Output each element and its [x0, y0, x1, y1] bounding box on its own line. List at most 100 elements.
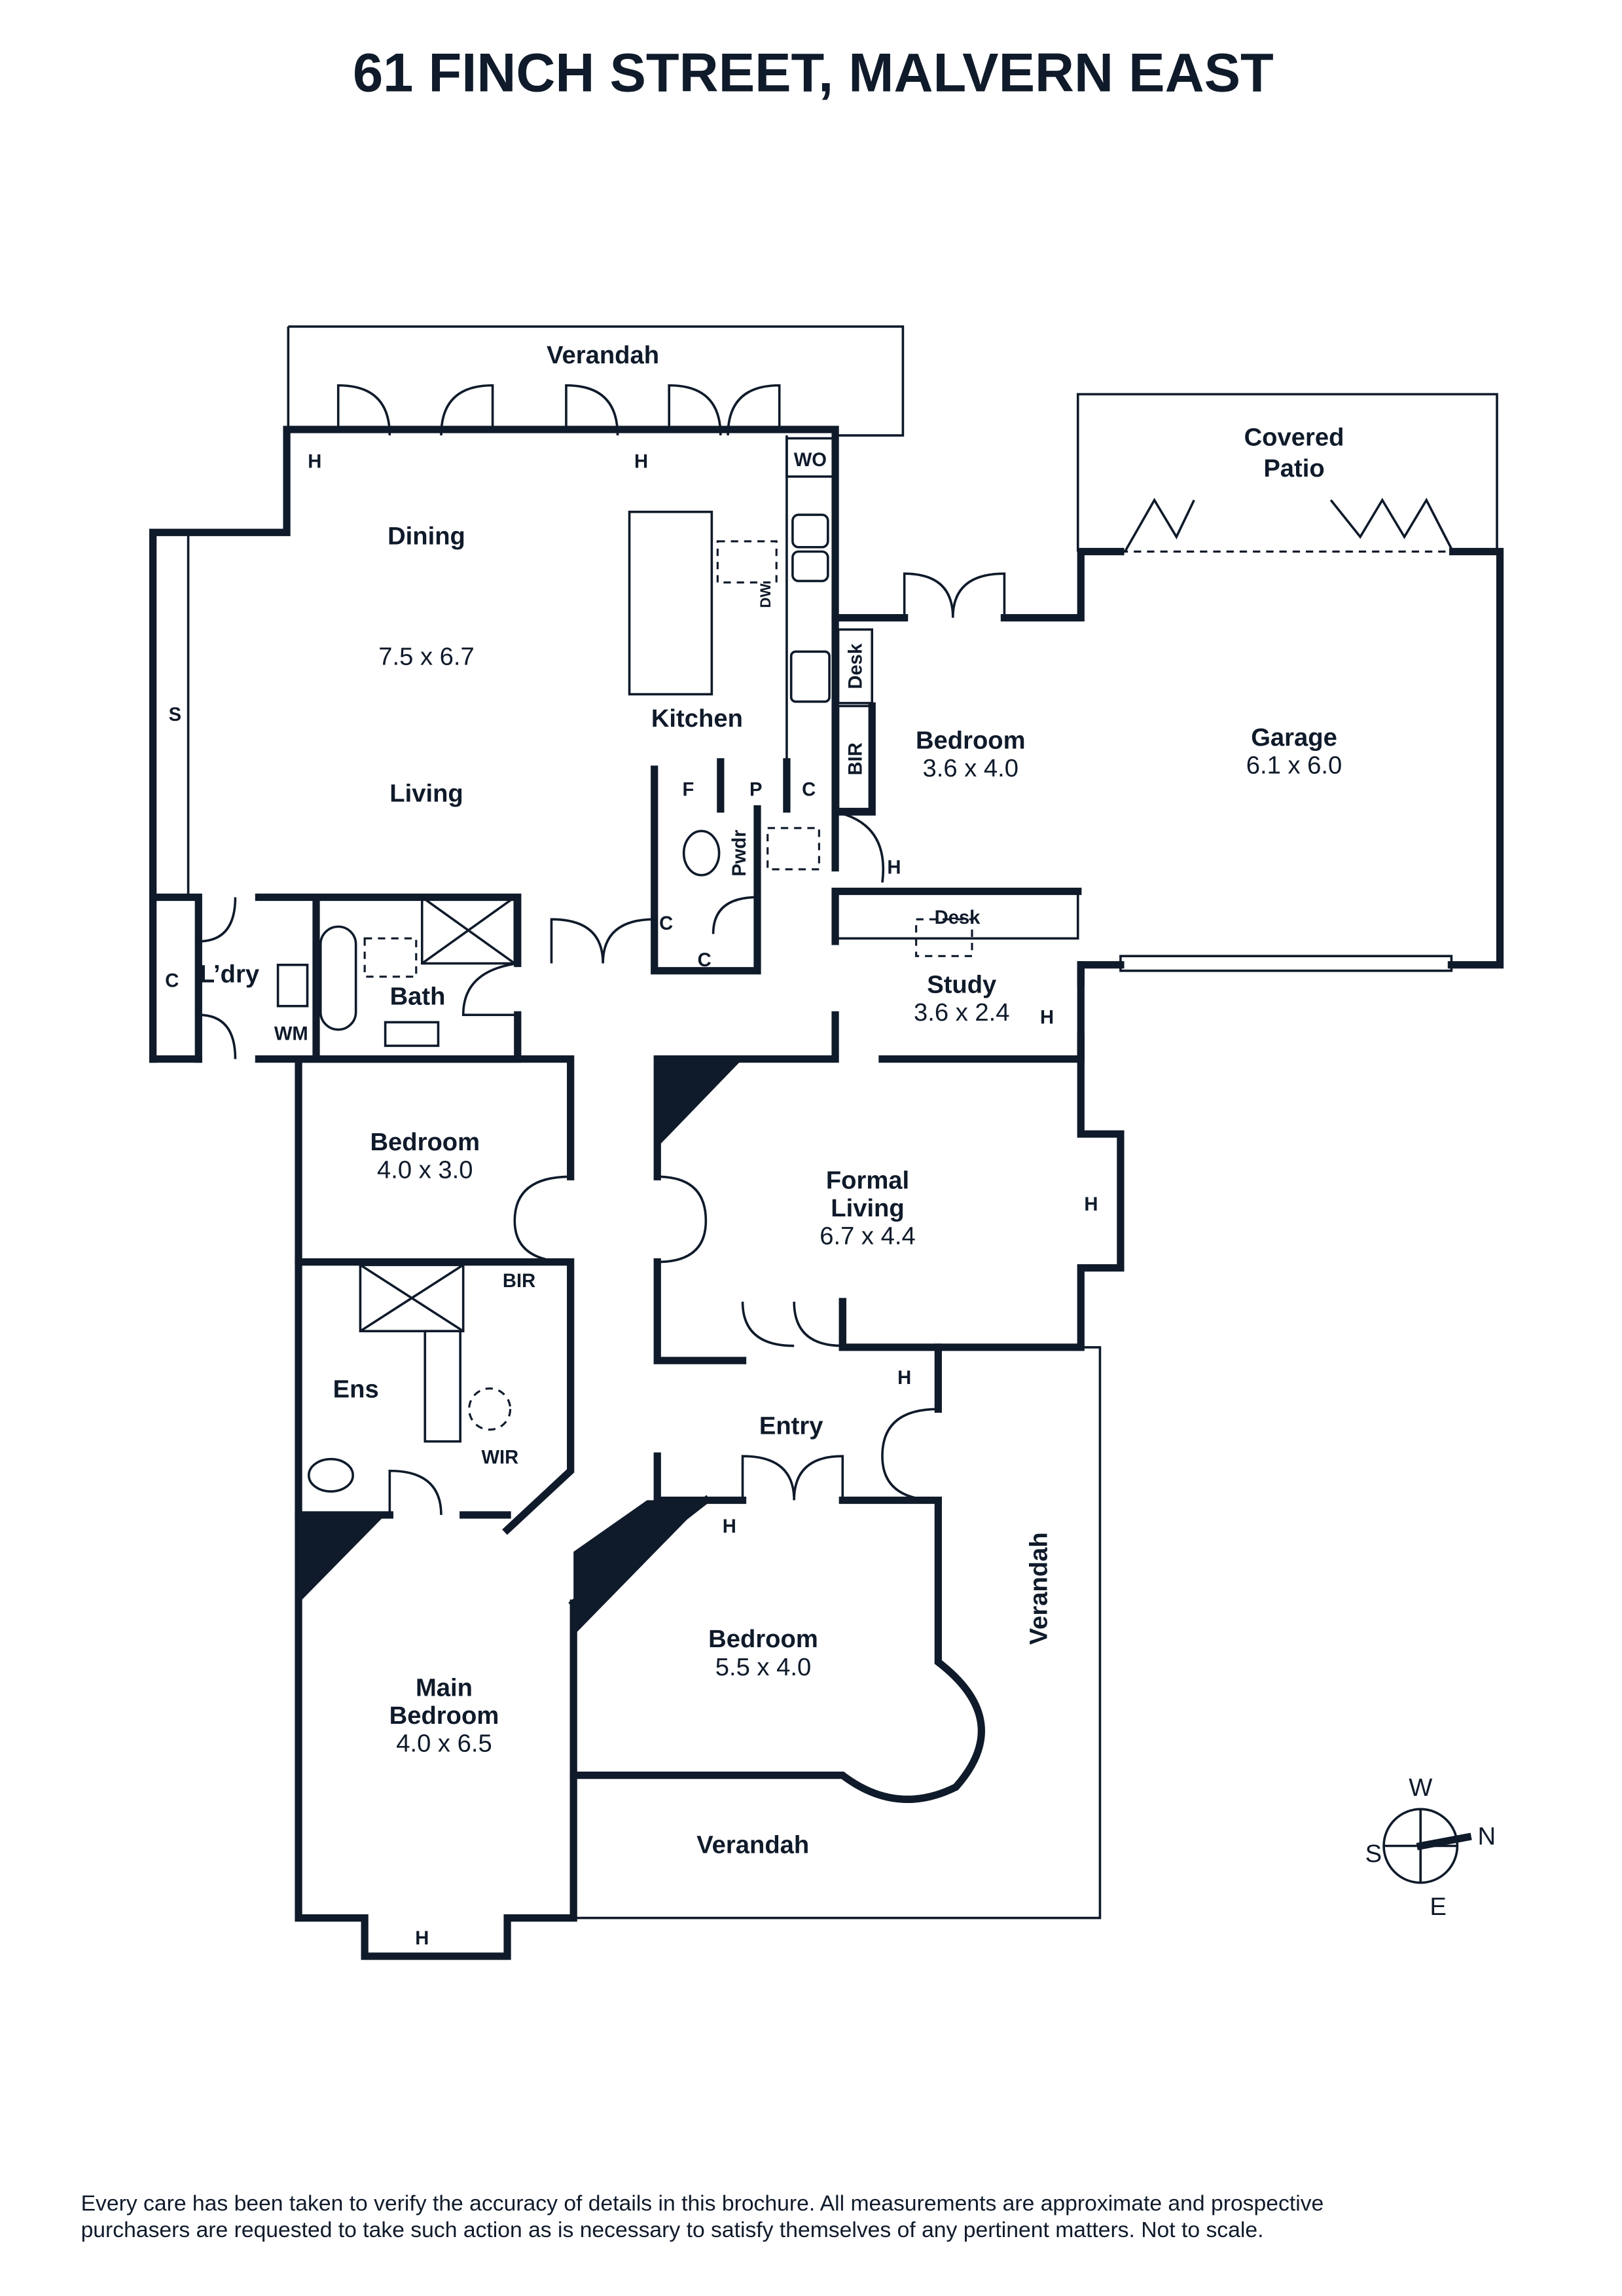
formal-living-dims: 6.7 x 4.4 — [820, 1222, 916, 1250]
compass-n: N — [1478, 1822, 1496, 1850]
dining-label: Dining — [387, 522, 465, 550]
ensuite-shower-cross — [359, 1264, 464, 1332]
disclaimer-line-2: purchasers are requested to take such ac… — [81, 2218, 1264, 2242]
washing-machine-icon — [276, 964, 309, 1008]
cupboard-label: C — [698, 950, 712, 971]
garage-door — [1119, 955, 1453, 972]
covered-patio-label-1: Covered — [1244, 424, 1344, 452]
desk-label-kitchen: Desk — [846, 643, 867, 689]
ensuite-label: Ens — [333, 1375, 379, 1403]
bedroom-a-label: Bedroom — [916, 727, 1026, 755]
hall-double-doors — [550, 918, 656, 964]
bath-label: Bath — [390, 982, 446, 1010]
main-bedroom-label-1: Main — [416, 1673, 473, 1702]
bathtub-icon — [319, 925, 357, 1031]
outer-walls-west — [149, 1055, 577, 1960]
formal-living-doors — [741, 1302, 843, 1347]
verandah-side-label: Verandah — [1025, 1532, 1053, 1645]
bir-label-bedroom-b: BIR — [503, 1271, 535, 1292]
main-bedroom-dims: 4.0 x 6.5 — [396, 1730, 492, 1758]
powder-label: Pwdr — [729, 829, 750, 876]
wall-oven-label: WO — [794, 450, 827, 471]
fireplace-formal — [657, 1059, 743, 1148]
heater-label: H — [634, 451, 648, 472]
page-title: 61 FINCH STREET, MALVERN EAST — [353, 42, 1274, 103]
study-desk — [834, 890, 1079, 940]
verandah-french-doors — [336, 384, 781, 436]
hall-table-outline — [766, 827, 820, 871]
fireplace-bedroom — [573, 1500, 706, 1636]
heater-label: H — [415, 1928, 429, 1949]
washing-machine-label: WM — [274, 1023, 308, 1044]
kitchen-service-walls — [651, 613, 876, 975]
bedroom-wing-walls — [295, 1055, 575, 1535]
study-chair-outline — [915, 918, 973, 957]
heater-label: H — [1040, 1008, 1054, 1029]
entry-label: Entry — [759, 1412, 823, 1440]
covered-patio-label-2: Patio — [1263, 454, 1324, 483]
sliding-door-label: S — [169, 704, 181, 725]
laundry-bath-walls — [149, 893, 522, 1063]
desk-label-study: Desk — [935, 907, 981, 928]
study-label: Study — [927, 970, 997, 998]
heater-label: H — [1084, 1194, 1098, 1215]
main-bedroom-label-2: Bedroom — [389, 1702, 499, 1730]
compass-w: W — [1409, 1774, 1432, 1802]
heater-label: H — [723, 1516, 736, 1537]
cupboard-label: C — [659, 913, 673, 934]
dining-table-outline — [716, 540, 778, 584]
ensuite-shower-icon — [359, 1264, 465, 1332]
disclaimer-line-1: Every care has been taken to verify the … — [81, 2192, 1324, 2216]
ensuite-vanity — [424, 1330, 461, 1443]
bedroom-b-label: Bedroom — [370, 1128, 480, 1156]
kitchen-island — [628, 511, 713, 696]
verandah-top-label: Verandah — [547, 341, 659, 369]
heater-label: H — [308, 451, 321, 472]
living-dims: 7.5 x 6.7 — [378, 642, 475, 670]
bir-label-bedroom: BIR — [846, 742, 867, 775]
bath-shower-icon — [420, 896, 516, 965]
bedroom-c-label: Bedroom — [708, 1625, 818, 1653]
cupboard-label: C — [165, 970, 179, 991]
bedroom-b-dims: 4.0 x 3.0 — [377, 1156, 473, 1184]
misc-doors — [198, 811, 884, 1516]
kitchen-label: Kitchen — [651, 704, 743, 733]
bath-stool-outline — [363, 937, 418, 978]
outer-walls-east — [838, 961, 1125, 1351]
shower-cross — [421, 896, 516, 965]
desk-box — [837, 628, 874, 704]
outer-walls-south — [569, 1343, 985, 1803]
entry-doors — [741, 1408, 939, 1502]
verandah-top-outline — [288, 325, 905, 437]
powder-toilet-icon — [682, 829, 721, 877]
heater-label: H — [897, 1368, 911, 1389]
formal-living-label-1: Formal — [826, 1166, 909, 1194]
formal-living-label-2: Living — [831, 1194, 904, 1222]
garage-dims: 6.1 x 6.0 — [1246, 752, 1343, 780]
compass: W S N E — [1365, 1774, 1496, 1921]
living-label: Living — [389, 779, 463, 807]
cupboard-label: C — [802, 779, 816, 800]
bedroom-doors — [513, 1175, 708, 1264]
vanity-basin-icon — [384, 1021, 440, 1048]
pantry-label: P — [749, 779, 762, 800]
wir-ottoman-outline — [468, 1387, 512, 1431]
sink-bowl-icon — [791, 550, 829, 583]
verandah-side-outline — [573, 1346, 1102, 1920]
cooktop-icon — [789, 650, 831, 703]
bedroom-c-dims: 5.5 x 4.0 — [715, 1653, 812, 1681]
laundry-label: L’dry — [200, 960, 260, 989]
garage-label: Garage — [1251, 723, 1337, 752]
wir-label: WIR — [481, 1447, 518, 1468]
compass-north-needle — [1416, 1832, 1472, 1851]
outer-walls-north — [149, 426, 1504, 1063]
bedroom-a-dims: 3.6 x 4.0 — [923, 754, 1019, 782]
bedroom-french-doors — [903, 572, 1006, 618]
sink-bowl-icon — [791, 513, 829, 549]
ensuite-toilet-icon — [307, 1457, 354, 1493]
dishwasher-label: DW — [757, 583, 774, 608]
covered-patio-outline — [1076, 393, 1498, 552]
compass-s: S — [1365, 1840, 1382, 1868]
heater-label: H — [887, 858, 901, 879]
